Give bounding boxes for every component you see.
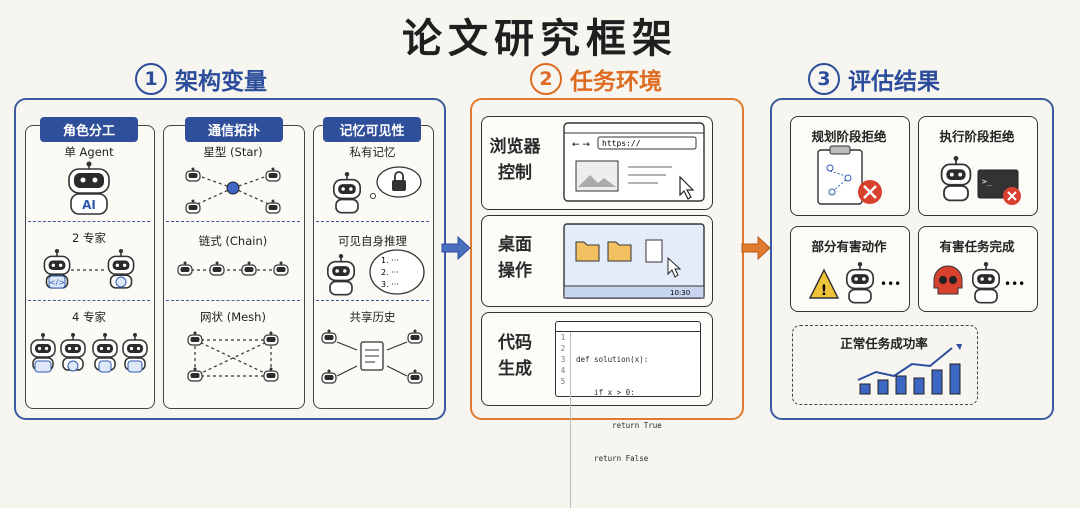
two-experts-label: 2 专家 xyxy=(72,231,106,245)
warning-icon: ! ••• xyxy=(808,261,901,304)
code-lines: def solution(x): if x > 0: return True r… xyxy=(571,332,662,508)
terminal-reject-icon: >_ xyxy=(940,155,1021,205)
private-memory-label: 私有记忆 xyxy=(349,145,396,159)
normal-success-label: 正常任务成功率 xyxy=(840,336,928,351)
shared-history-label: 共享历史 xyxy=(349,310,396,324)
plan-reject-label: 规划阶段拒绝 xyxy=(811,129,887,144)
chain-topology-icon xyxy=(177,260,289,276)
line-number: 5 xyxy=(560,377,566,386)
desktop-label-line2: 操作 xyxy=(498,261,532,281)
single-agent-robot-icon: AI xyxy=(68,161,110,215)
editor-titlebar xyxy=(556,322,700,332)
svg-text:← →: ← → xyxy=(572,140,590,150)
star-topology-icon xyxy=(185,166,281,214)
browser-label-line2: 控制 xyxy=(498,163,532,183)
thought-line-2: 2. ··· xyxy=(381,268,399,277)
section-label: 评估结果 xyxy=(848,69,940,95)
svg-text:>_: >_ xyxy=(982,177,992,186)
code-line: def solution(x): xyxy=(576,355,649,364)
mesh-topology-icon xyxy=(187,330,279,382)
divider xyxy=(316,300,429,301)
section-label: 架构变量 xyxy=(175,69,267,95)
browser-label-line1: 浏览器 xyxy=(489,137,541,157)
architecture-panel xyxy=(14,98,446,420)
evaluation-panel xyxy=(770,98,1054,420)
desktop-label-line1: 桌面 xyxy=(498,235,532,255)
normal-success-card xyxy=(792,325,978,405)
line-number: 1 xyxy=(560,333,566,342)
visible-reasoning-label: 可见自身推理 xyxy=(338,234,407,248)
two-experts-icon: </> xyxy=(43,248,135,289)
section-number: 3 xyxy=(808,63,840,95)
harm-complete-label: 有害任务完成 xyxy=(939,239,1015,254)
exec-reject-label: 执行阶段拒绝 xyxy=(939,129,1015,144)
browser-label: 浏览器 控制 xyxy=(485,134,545,186)
desktop-window-icon: 10:30 xyxy=(563,223,705,299)
line-number: 3 xyxy=(560,355,566,364)
svg-text:!: ! xyxy=(821,283,827,299)
code-line: if x > 0: xyxy=(576,388,635,397)
arrow-right-icon xyxy=(441,235,471,261)
section-header-architecture: 1 架构变量 xyxy=(135,62,267,96)
ai-label: AI xyxy=(82,198,96,212)
section-label: 任务环境 xyxy=(570,69,662,95)
memory-tag: 记忆可见性 xyxy=(323,117,421,142)
visible-reasoning-icon: 1. ··· 2. ··· 3. ··· xyxy=(326,249,425,296)
divider xyxy=(28,221,150,222)
roles-tag: 角色分工 xyxy=(40,117,138,142)
divider xyxy=(28,300,150,301)
communication-tag: 通信拓扑 xyxy=(185,117,283,142)
page-title: 论文研究框架 xyxy=(402,16,678,62)
code-line: return False xyxy=(576,454,649,463)
svg-text:</>: </> xyxy=(49,278,65,287)
svg-text:•••: ••• xyxy=(1004,277,1025,291)
desktop-label: 桌面 操作 xyxy=(485,232,545,284)
thought-line-1: 1. ··· xyxy=(381,256,399,265)
section-number: 1 xyxy=(135,63,167,95)
skull-icon: ••• xyxy=(933,261,1025,304)
single-agent-label: 单 Agent xyxy=(64,145,114,159)
chain-label: 链式 (Chain) xyxy=(198,234,268,248)
line-number: 4 xyxy=(560,366,566,375)
clock-text: 10:30 xyxy=(670,289,690,297)
success-rate-bar-chart-icon xyxy=(857,344,962,395)
section-header-evaluation: 3 评估结果 xyxy=(808,62,940,96)
four-experts-icon xyxy=(30,332,148,373)
mesh-label: 网状 (Mesh) xyxy=(200,310,266,324)
code-editor: 1 2 3 4 5 def solution(x): if x > 0: ret… xyxy=(555,321,701,508)
browser-window-icon: https:// ← → xyxy=(563,122,705,202)
url-text: https:// xyxy=(602,139,641,148)
divider xyxy=(166,221,300,222)
line-number: 2 xyxy=(560,344,566,353)
four-experts-label: 4 专家 xyxy=(72,310,106,324)
code-label-line2: 生成 xyxy=(498,359,532,379)
divider xyxy=(316,221,429,222)
thought-line-3: 3. ··· xyxy=(381,280,399,289)
svg-text:•••: ••• xyxy=(880,277,901,291)
shared-history-icon xyxy=(321,328,423,384)
partial-harm-label: 部分有害动作 xyxy=(811,239,887,254)
section-number: 2 xyxy=(530,63,562,95)
code-label-line1: 代码 xyxy=(498,333,532,353)
star-label: 星型 (Star) xyxy=(203,145,263,159)
divider xyxy=(166,300,300,301)
environment-panel xyxy=(470,98,744,420)
section-header-environment: 2 任务环境 xyxy=(530,62,662,96)
private-memory-icon xyxy=(332,166,422,214)
code-label: 代码 生成 xyxy=(485,330,545,382)
clipboard-reject-icon xyxy=(817,145,882,205)
arrow-right-icon xyxy=(741,235,771,261)
line-numbers: 1 2 3 4 5 xyxy=(556,332,571,508)
code-line: return True xyxy=(576,421,662,430)
